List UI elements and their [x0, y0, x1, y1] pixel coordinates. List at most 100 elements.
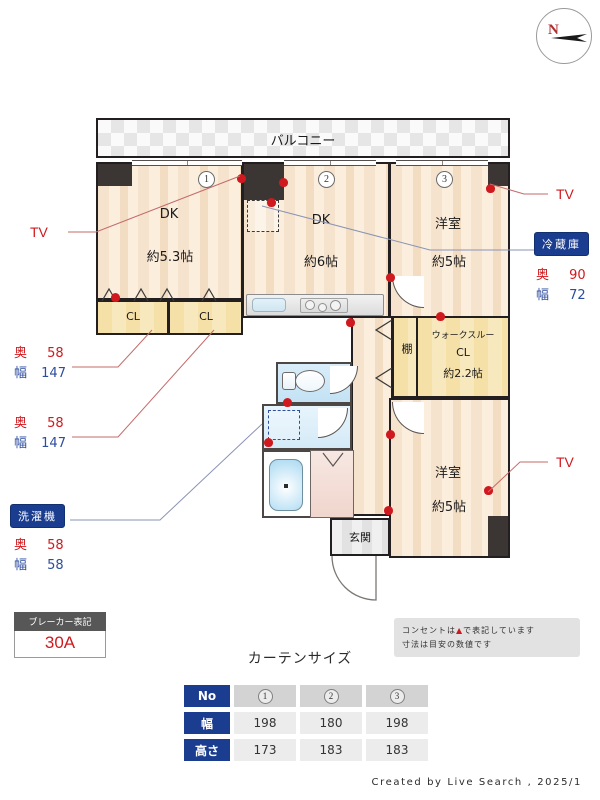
- bath-drain-icon: [284, 484, 288, 488]
- washer-depth-key: 奥: [14, 538, 28, 553]
- wash-area: [310, 450, 354, 518]
- room-western-5-top-area: 約5帖: [431, 255, 467, 270]
- washer-depth: 奥 58: [14, 534, 64, 553]
- closet-1-width-value: 147: [41, 366, 66, 381]
- legend-note-line-2: 寸法は目安の数値です: [402, 639, 492, 649]
- outlet-marker: [283, 398, 292, 407]
- curtain-size-title: カーテンサイズ: [247, 651, 353, 667]
- table-row: 高さ 173 183 183: [184, 739, 428, 761]
- room-western-5-bottom-area: 約5帖: [431, 500, 467, 515]
- legend-note-line-1: コンセントは▲で表記しています: [402, 624, 572, 638]
- closet-cl-1-label: CL: [126, 310, 140, 323]
- curtain-width-3: 198: [366, 712, 428, 734]
- curtain-row-header-width: 幅: [184, 712, 230, 734]
- washer-badge: 洗濯機: [10, 504, 65, 528]
- compass-needle-icon: [551, 34, 587, 42]
- room-dk-5-3-area: 約5.3帖: [146, 250, 194, 265]
- outlet-marker: [484, 486, 493, 495]
- outlet-marker: [486, 184, 495, 193]
- walkthrough-closet-name-2: CL: [456, 346, 470, 359]
- curtain-col-2: 2: [300, 685, 362, 707]
- toilet-bowl-icon: [295, 370, 325, 392]
- curtain-row-header-no: No: [184, 685, 230, 707]
- outlet-symbol-icon: ▲: [456, 626, 464, 635]
- tv-label-bottom-right: TV: [556, 454, 574, 470]
- shelf-label: 棚: [400, 343, 413, 354]
- room-walkthrough-closet: [416, 316, 510, 398]
- outlet-marker: [386, 430, 395, 439]
- closet-2-width-value: 147: [41, 436, 66, 451]
- walkthrough-closet-name: ウォークスルー: [431, 331, 495, 341]
- curtain-col-1-label: 1: [257, 689, 273, 704]
- washer-width-key: 幅: [14, 558, 28, 573]
- closet-1-depth-value: 58: [47, 346, 64, 361]
- breaker-box: ブレーカー表記 30A: [14, 612, 106, 658]
- window-1: [132, 160, 242, 166]
- outlet-marker: [267, 198, 276, 207]
- wall-block: [488, 164, 508, 186]
- closet-1-depth: 奥 58: [14, 342, 64, 361]
- sliding-door-arrows-icon: [374, 319, 393, 389]
- window-number-2: 2: [318, 171, 335, 188]
- curtain-height-2: 183: [300, 739, 362, 761]
- wall-block: [244, 164, 284, 200]
- wall-block: [98, 164, 132, 186]
- outlet-marker: [279, 178, 288, 187]
- closet-2-width: 幅 147: [14, 432, 66, 451]
- breaker-title: ブレーカー表記: [14, 612, 106, 631]
- entrance-door-swing-icon: [331, 555, 377, 601]
- room-western-5-top-name: 洋室: [434, 217, 461, 232]
- outlet-marker: [346, 318, 355, 327]
- refrigerator-depth-key: 奥: [536, 268, 550, 283]
- curtain-col-3: 3: [366, 685, 428, 707]
- closet-2-depth-key: 奥: [14, 416, 28, 431]
- outlet-marker: [237, 174, 246, 183]
- walkthrough-closet-area: 約2.2帖: [443, 367, 483, 380]
- refrigerator-width: 幅 72: [536, 284, 586, 303]
- wall-block: [488, 516, 508, 556]
- closet-cl-1: [96, 300, 169, 335]
- kitchen-stove-icon: [300, 298, 348, 313]
- refrigerator-badge: 冷蔵庫: [534, 232, 589, 256]
- room-western-5-bottom-name: 洋室: [434, 466, 461, 481]
- kitchen-sink-icon: [252, 298, 286, 312]
- room-dk-5-3-name: DK: [159, 207, 179, 222]
- washer-depth-value: 58: [47, 538, 64, 553]
- entrance-label: 玄関: [349, 531, 371, 544]
- entrance-area: [330, 518, 390, 556]
- refrigerator-depth: 奥 90: [536, 264, 586, 283]
- curtain-size-table: No 1 2 3 幅 198 180 198 高さ 173 183 183: [180, 680, 432, 766]
- folding-door-icon: [322, 452, 344, 467]
- table-row: No 1 2 3: [184, 685, 428, 707]
- tv-label-top-right: TV: [556, 186, 574, 202]
- balcony-area: [96, 118, 510, 158]
- washer-width-value: 58: [47, 558, 64, 573]
- window-3: [396, 160, 488, 166]
- curtain-row-header-height: 高さ: [184, 739, 230, 761]
- curtain-width-1: 198: [234, 712, 296, 734]
- curtain-height-3: 183: [366, 739, 428, 761]
- tv-label-left: TV: [30, 224, 48, 240]
- refrigerator-depth-value: 90: [569, 268, 586, 283]
- closet-cl-2-label: CL: [199, 310, 213, 323]
- footer-credit: Created by Live Search , 2025/1: [371, 777, 582, 788]
- outlet-marker: [264, 438, 273, 447]
- refrigerator-width-key: 幅: [536, 288, 550, 303]
- curtain-col-3-label: 3: [389, 689, 405, 704]
- legend-note: コンセントは▲で表記しています 寸法は目安の数値です: [394, 618, 580, 658]
- toilet-tank-icon: [282, 372, 296, 390]
- floor-plan-drawing: バルコニー 1 DK 約5.3帖 CL CL 2 DK 約6帖: [96, 118, 510, 601]
- closet-2-depth: 奥 58: [14, 412, 64, 431]
- closet-1-width: 幅 147: [14, 362, 66, 381]
- washer-width: 幅 58: [14, 554, 64, 573]
- compass-north-icon: N: [536, 8, 592, 64]
- legend-note-pre: コンセントは: [402, 626, 456, 635]
- room-dk-6-name: DK: [311, 213, 331, 228]
- closet-1-depth-key: 奥: [14, 346, 28, 361]
- table-row: 幅 198 180 198: [184, 712, 428, 734]
- refrigerator-width-value: 72: [569, 288, 586, 303]
- outlet-marker: [384, 506, 393, 515]
- curtain-col-1: 1: [234, 685, 296, 707]
- breaker-value: 30A: [14, 631, 106, 658]
